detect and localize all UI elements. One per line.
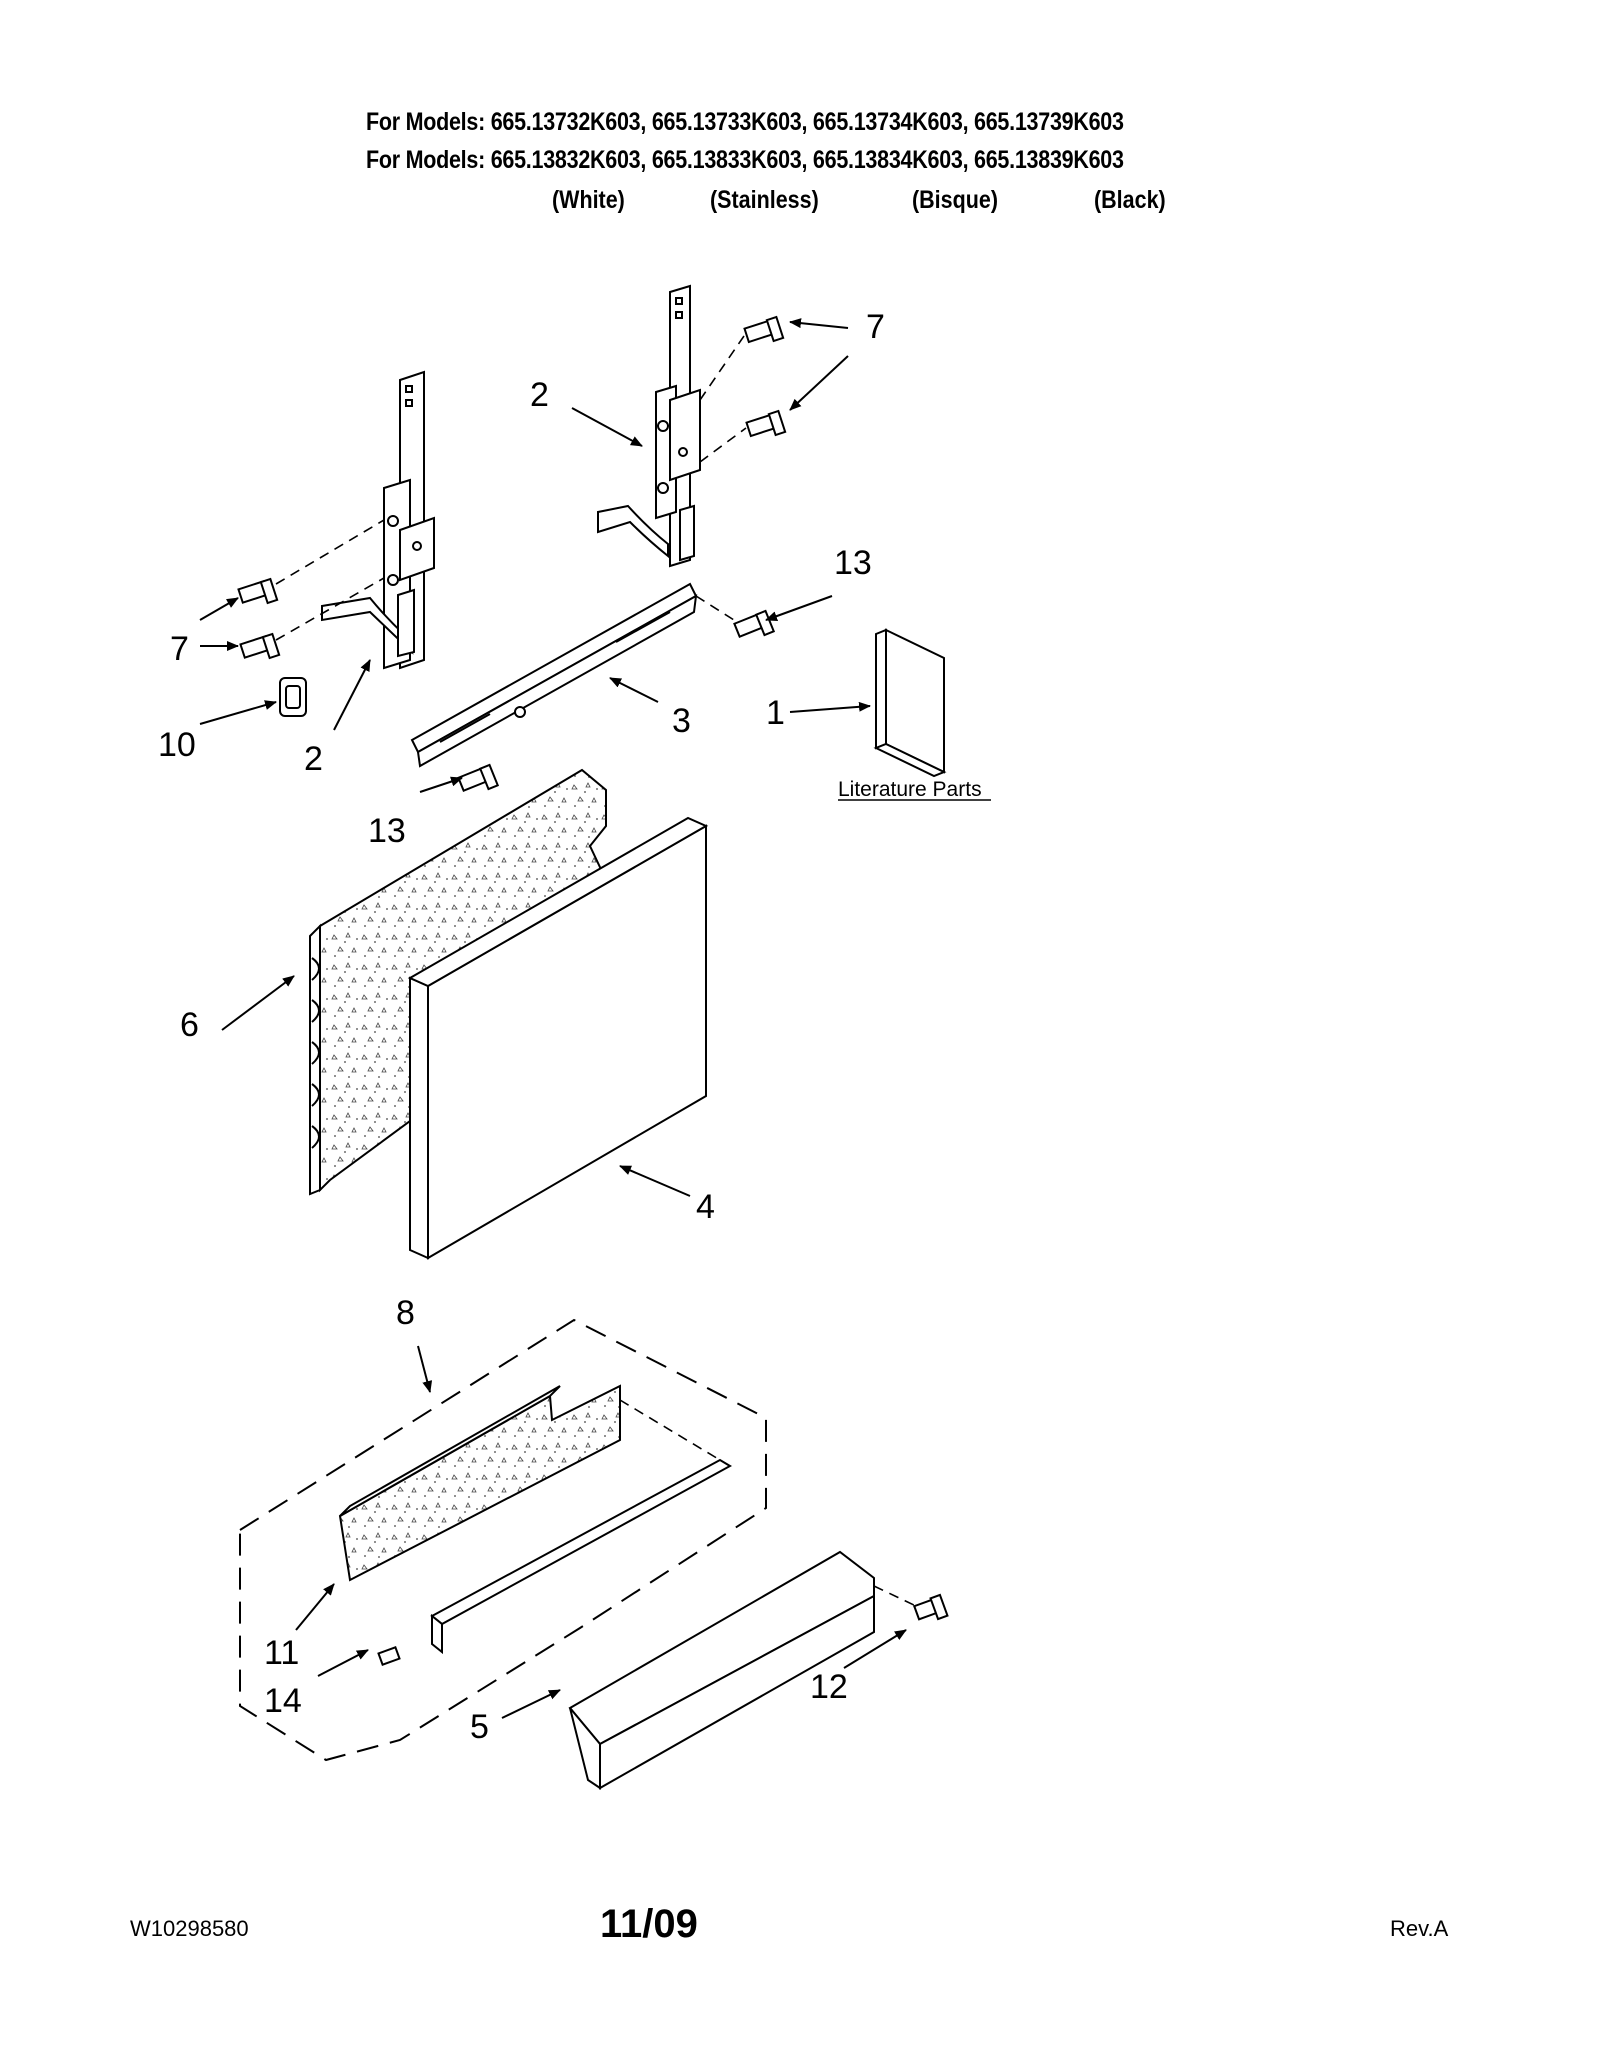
outer-door-panel-part-4 <box>407 816 709 1260</box>
callout-8: 8 <box>396 1294 415 1332</box>
mounting-rail-part-3 <box>410 582 698 768</box>
callout-12: 12 <box>810 1668 848 1706</box>
callout-10: 10 <box>158 726 196 764</box>
insulation-strip-part-11 <box>338 1384 621 1582</box>
callout-5: 5 <box>470 1708 489 1746</box>
literature-parts-label: Literature Parts <box>838 778 982 801</box>
callout-7-left: 7 <box>170 630 189 668</box>
screw-12 <box>912 1593 949 1621</box>
finish-black: (Black) <box>1094 186 1166 214</box>
callout-3: 3 <box>672 702 691 740</box>
finish-stainless: (Stainless) <box>710 186 819 214</box>
callout-6: 6 <box>180 1006 199 1044</box>
screw-7-left-upper <box>237 577 279 605</box>
callout-2-right: 2 <box>530 376 549 414</box>
toe-kick-part-5 <box>568 1550 875 1790</box>
callout-14: 14 <box>264 1682 302 1720</box>
screw-13-right <box>733 609 776 639</box>
revision-date: 11/09 <box>600 1902 698 1946</box>
door-bracket-left <box>321 370 435 670</box>
trim-bar <box>430 1458 733 1655</box>
revision-label: Rev.A <box>1390 1916 1449 1941</box>
screw-7-left-lower <box>239 632 281 660</box>
finish-bisque: (Bisque) <box>912 186 998 214</box>
callout-7-right: 7 <box>866 308 885 346</box>
callout-13-right: 13 <box>834 544 872 582</box>
screw-13-left <box>457 763 500 793</box>
callout-4: 4 <box>696 1188 715 1226</box>
callout-2-left: 2 <box>304 740 323 778</box>
clip-part-14 <box>377 1646 401 1666</box>
finish-white: (White) <box>552 186 625 214</box>
models-line-1: For Models: 665.13732K603, 665.13733K603… <box>366 108 1124 136</box>
kit-outline-part-8 <box>239 1318 767 1762</box>
document-number: W10298580 <box>130 1916 249 1941</box>
literature-parts-part-1 <box>873 628 947 778</box>
callout-1: 1 <box>766 694 785 732</box>
clip-part-10 <box>279 677 307 717</box>
screw-7-right-lower <box>745 409 787 438</box>
callout-11: 11 <box>264 1634 299 1672</box>
callout-13-left: 13 <box>368 812 406 850</box>
models-line-2: For Models: 665.13832K603, 665.13833K603… <box>366 146 1124 174</box>
door-bracket-right <box>597 284 701 568</box>
screw-7-right-upper <box>743 315 785 344</box>
